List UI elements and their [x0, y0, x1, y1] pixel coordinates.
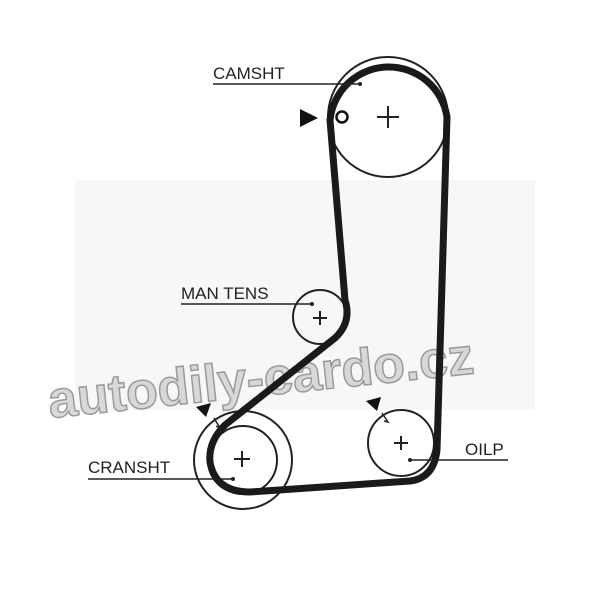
camshaft-label: CAMSHT: [213, 64, 285, 83]
oil-pump-center-icon: [394, 436, 408, 450]
tensioner-center-icon: [313, 311, 327, 325]
tensioner-label: MAN TENS: [181, 284, 269, 303]
camshaft-center-icon: [377, 106, 399, 128]
oil-pump-notch-icon: [381, 412, 390, 424]
oil-pump-timing-mark-icon: [366, 397, 381, 411]
camshaft-dot-icon: [335, 110, 349, 124]
crankshaft-label: CRANSHT: [88, 458, 170, 477]
crankshaft-center-icon: [234, 451, 250, 467]
crankshaft-notch-icon: [213, 417, 222, 430]
camshaft-timing-mark-icon: [300, 109, 318, 127]
oil-pump-label: OILP: [465, 440, 504, 459]
timing-belt: [206, 63, 451, 496]
crankshaft-timing-mark-icon: [196, 403, 211, 417]
